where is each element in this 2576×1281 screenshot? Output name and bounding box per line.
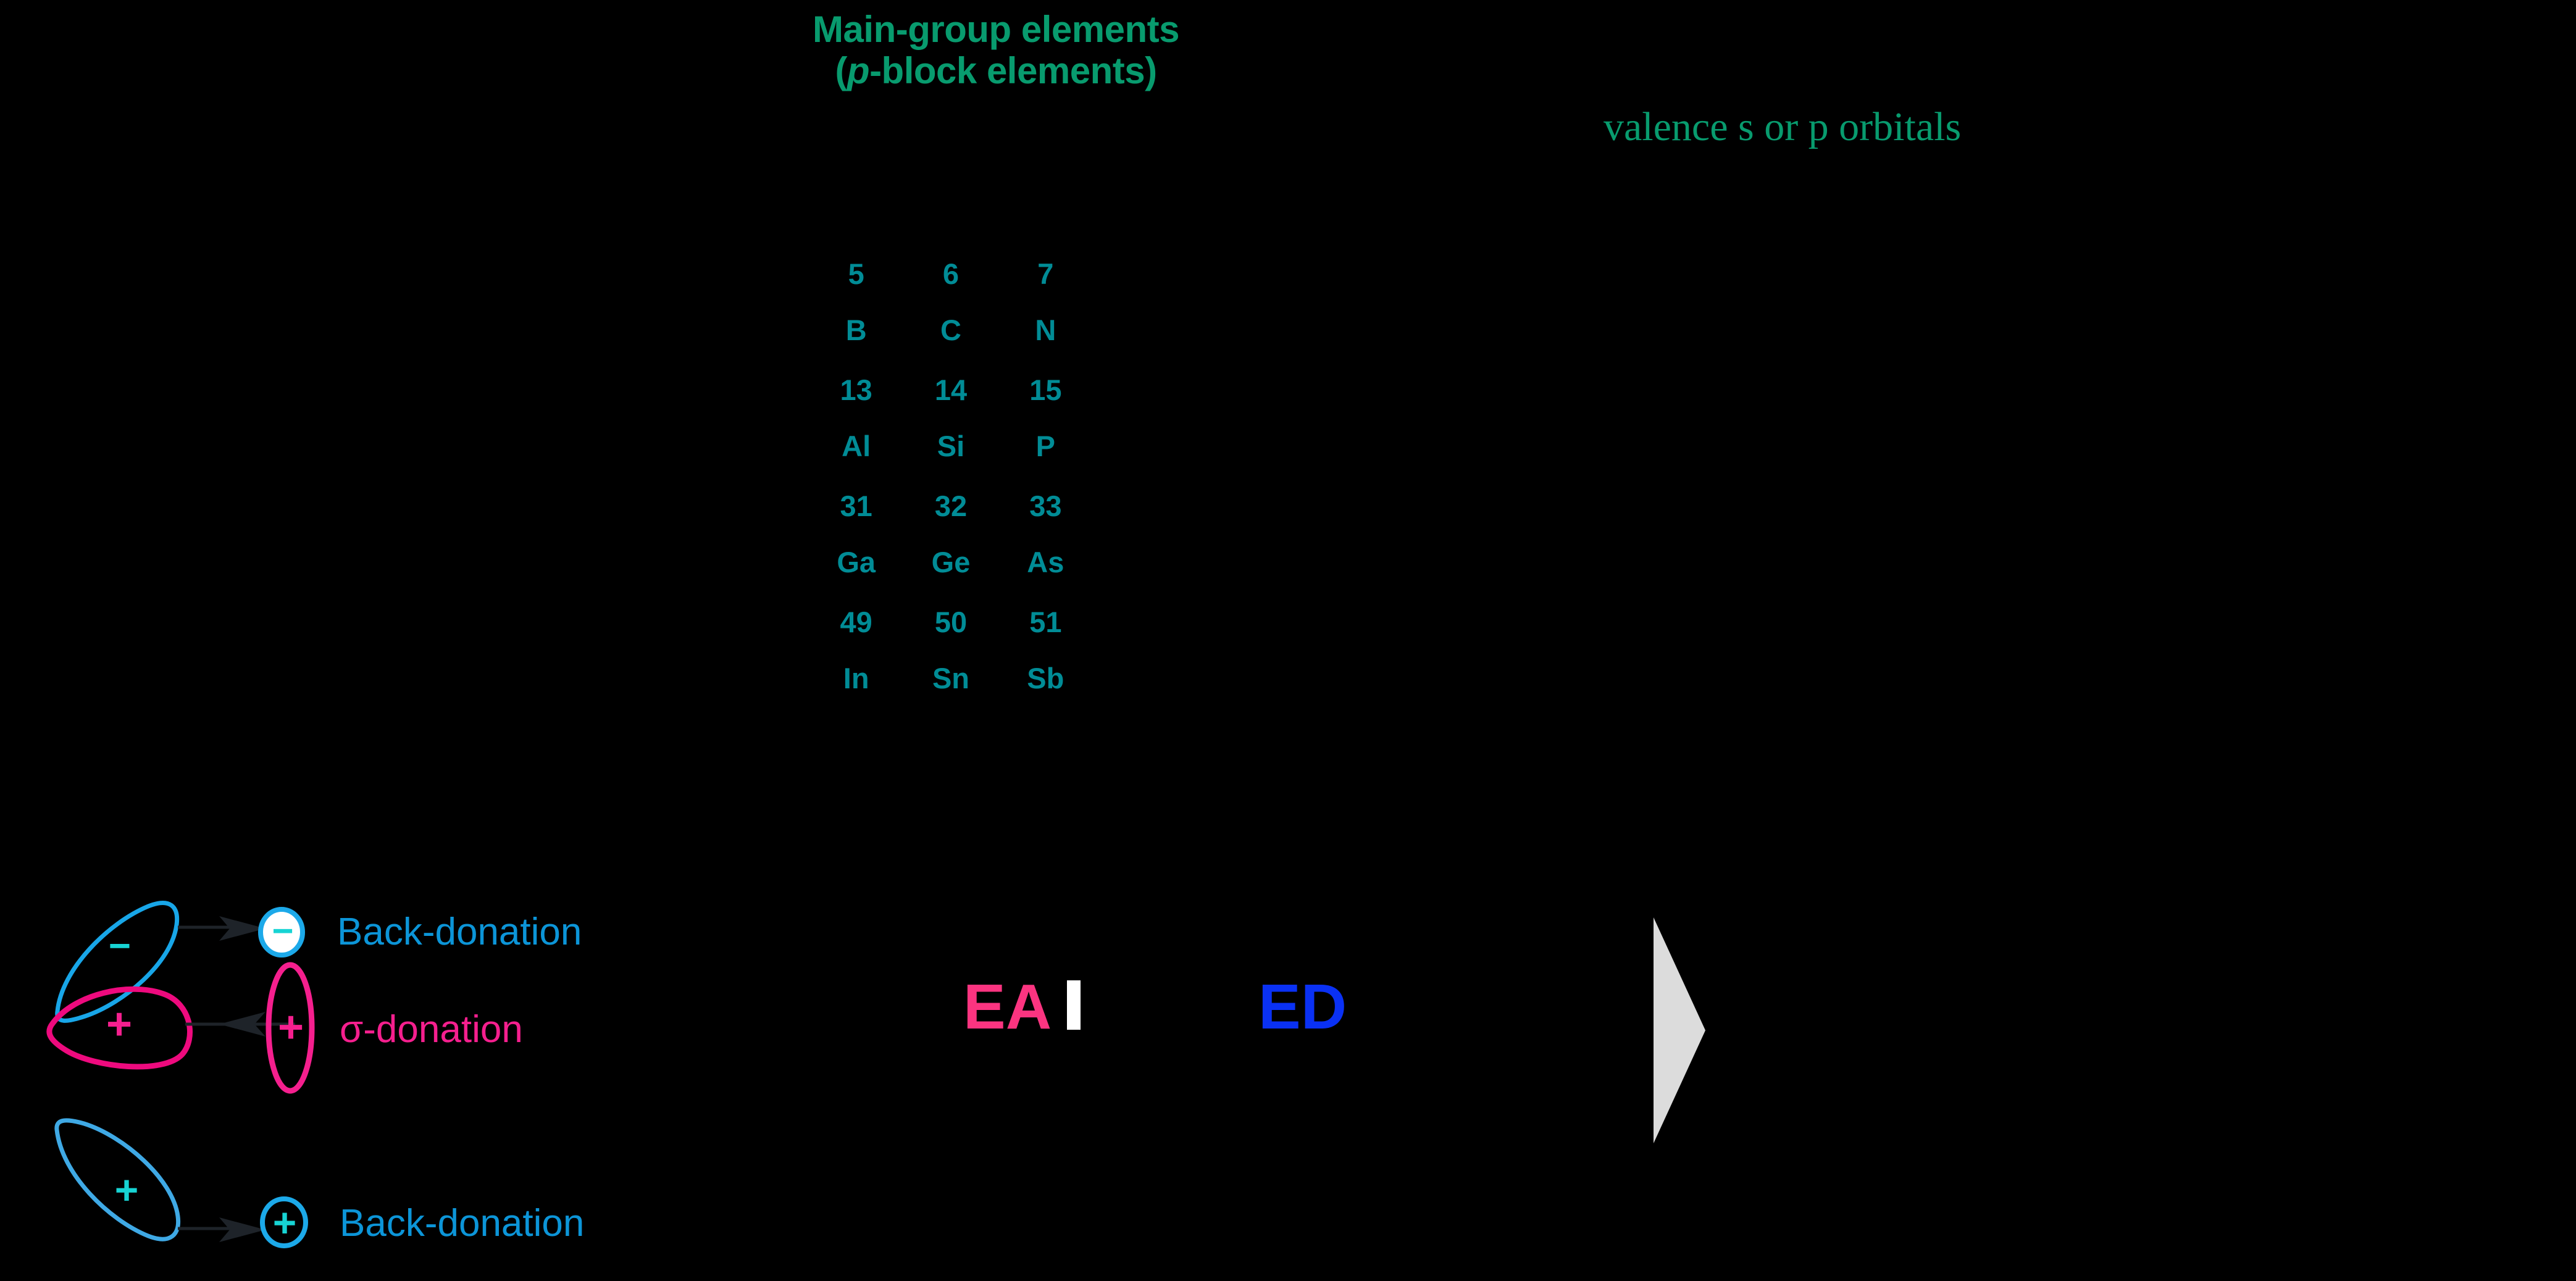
pi-star-lobe-bottom-icon xyxy=(54,1118,181,1241)
element-symbol: Ge xyxy=(931,546,971,578)
element-symbol: Si xyxy=(937,430,965,462)
element-grid: 5 6 7 B C N 13 14 15 Al Si P xyxy=(809,246,1093,710)
title-paren-open: ( xyxy=(835,50,847,92)
atomic-number: 31 xyxy=(840,490,872,522)
atomic-number: 50 xyxy=(934,606,968,638)
element-symbol: B xyxy=(845,314,867,346)
atomic-number: 49 xyxy=(840,606,872,638)
atomic-number: 15 xyxy=(1029,373,1062,406)
ed-label: ED xyxy=(1258,971,1347,1042)
table-row: In Sn Sb xyxy=(809,650,1093,710)
atomic-number: 7 xyxy=(1037,257,1054,290)
title-line-2-rest: -block elements) xyxy=(869,50,1157,92)
table-row: 31 32 33 xyxy=(809,478,1093,534)
arrowhead-bottom-icon xyxy=(219,1217,266,1242)
element-symbol: N xyxy=(1035,314,1056,346)
arrowhead-top-icon xyxy=(219,916,266,941)
text-cursor[interactable] xyxy=(1067,980,1081,1030)
orbital-interaction-diagram: − − Back-donation + + σ-donation + xyxy=(37,877,729,1281)
minus-sign-top-lobe: − xyxy=(109,925,131,967)
minus-sign-top-circle: − xyxy=(272,910,293,951)
atomic-number: 5 xyxy=(848,257,864,290)
antibonding-orbital-top-icon xyxy=(258,907,305,958)
arrowhead-middle-icon xyxy=(219,1012,266,1037)
atomic-number: 51 xyxy=(1029,606,1062,638)
table-row: Ga Ge As xyxy=(809,534,1093,594)
atomic-number: 6 xyxy=(942,257,960,290)
table-row: 13 14 15 xyxy=(809,362,1093,418)
element-symbol: Sn xyxy=(932,662,970,695)
plus-sign-middle-ellipse: + xyxy=(278,1003,304,1052)
table-row: Al Si P xyxy=(809,418,1093,478)
back-donation-label-top: Back-donation xyxy=(337,911,582,953)
title-line-1: Main-group elements xyxy=(813,9,1179,50)
pi-star-lobe-top-icon xyxy=(55,901,180,1023)
plus-sign-bottom-lobe: + xyxy=(115,1167,139,1212)
atomic-number: 13 xyxy=(840,373,872,406)
ea-label: EA xyxy=(963,971,1052,1042)
plus-sign-bottom-circle: + xyxy=(273,1200,297,1245)
element-symbol: Ga xyxy=(837,546,876,578)
element-symbol: As xyxy=(1027,546,1064,578)
element-symbol: Sb xyxy=(1027,662,1064,695)
sigma-acceptor-lobe-icon xyxy=(46,986,193,1070)
table-row: 5 6 7 xyxy=(809,246,1093,302)
table-row: B C N xyxy=(809,302,1093,362)
element-symbol: C xyxy=(940,314,961,346)
element-symbol: In xyxy=(843,662,869,695)
element-symbol: P xyxy=(1035,430,1055,462)
atomic-number: 14 xyxy=(934,373,968,406)
atomic-number: 32 xyxy=(934,490,968,522)
play-triangle-icon xyxy=(1654,917,1705,1143)
atomic-number: 33 xyxy=(1029,490,1062,522)
orbital-diagram-svg: − − Back-donation + + σ-donation + xyxy=(46,901,584,1248)
title-p-italic: p xyxy=(847,50,870,92)
plus-sign-middle-lobe: + xyxy=(106,999,132,1049)
page-title: Main-group elements (p-block elements) xyxy=(777,9,1215,91)
valence-orbitals-caption: valence s or p orbitals xyxy=(1604,104,1962,149)
title-line-2: (p-block elements) xyxy=(777,50,1215,91)
p-block-element-table: 5 6 7 B C N 13 14 15 Al Si P xyxy=(809,246,1093,710)
table-row: 49 50 51 xyxy=(809,594,1093,650)
sigma-donor-orbital-icon xyxy=(266,962,315,1094)
sigma-donation-label: σ-donation xyxy=(340,1008,523,1051)
antibonding-orbital-bottom-icon xyxy=(260,1196,308,1248)
back-donation-label-bottom: Back-donation xyxy=(340,1202,584,1245)
element-symbol: Al xyxy=(842,430,871,462)
